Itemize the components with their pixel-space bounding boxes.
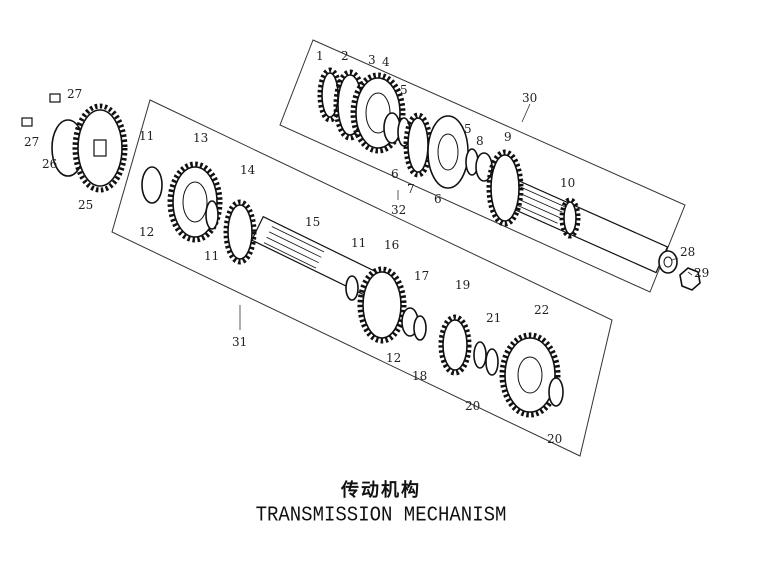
washer-28 xyxy=(658,250,678,274)
callout: 8 xyxy=(476,134,484,148)
gear-9 xyxy=(490,154,520,222)
drive-sprocket-group xyxy=(21,93,128,193)
callout: 12 xyxy=(139,225,154,239)
caption-title-english: TRANSMISSION MECHANISM xyxy=(255,502,507,528)
callout: 27 xyxy=(24,135,39,149)
callout: 5 xyxy=(464,122,472,136)
leader-lines xyxy=(239,103,693,330)
gear-14 xyxy=(227,204,253,260)
callout: 18 xyxy=(412,369,427,383)
countershaft-group xyxy=(317,67,669,274)
callouts-sprocket: 27 27 26 25 xyxy=(24,87,93,212)
callout: 6 xyxy=(391,167,399,181)
callout: 19 xyxy=(455,278,470,292)
circlip-21 xyxy=(485,348,499,376)
washer-11 xyxy=(141,166,163,204)
diagram-caption: 传动机构 TRANSMISSION MECHANISM xyxy=(0,476,762,528)
gear-22 xyxy=(504,337,556,413)
gear-16 xyxy=(362,271,402,339)
callout: 26 xyxy=(42,157,57,171)
bolt-27b xyxy=(21,117,33,127)
sprocket-hub xyxy=(93,139,107,157)
callout: 17 xyxy=(414,269,429,283)
callouts-upper: 1 2 3 4 5 6 7 6 5 8 9 10 30 32 xyxy=(316,49,575,217)
callout: 28 xyxy=(680,245,695,259)
callout: 13 xyxy=(193,131,208,145)
callout: 29 xyxy=(694,266,709,280)
washer-20 xyxy=(473,341,487,369)
callout: 5 xyxy=(400,83,408,97)
callout: 1 xyxy=(316,49,324,63)
callout: 25 xyxy=(78,198,93,212)
washer-20b xyxy=(548,377,564,407)
callout: 11 xyxy=(351,236,366,250)
washer-11c xyxy=(345,275,359,301)
callout: 20 xyxy=(465,399,480,413)
callout: 20 xyxy=(547,432,562,446)
bolt-27 xyxy=(49,93,61,103)
callout: 27 xyxy=(67,87,82,101)
mainshaft-group xyxy=(141,161,564,418)
gear-7 xyxy=(407,117,429,173)
callout: 16 xyxy=(384,238,399,252)
gear-6 xyxy=(427,115,469,189)
callouts-lower: 11 13 12 11 14 15 11 16 17 12 18 19 21 2… xyxy=(139,129,562,446)
callout: 10 xyxy=(560,176,575,190)
callout: 15 xyxy=(305,215,320,229)
gear-19 xyxy=(442,319,468,371)
callout: 9 xyxy=(504,130,512,144)
callout: 3 xyxy=(368,53,376,67)
mainshaft-assembly-frame xyxy=(111,99,613,457)
callout: 4 xyxy=(382,55,390,69)
callout: 14 xyxy=(240,163,256,177)
nut-29 xyxy=(679,267,701,291)
callout: 6 xyxy=(434,192,442,206)
callout: 22 xyxy=(534,303,549,317)
callout: 21 xyxy=(486,311,501,325)
washer-17 xyxy=(413,315,427,341)
callouts-right: 28 29 xyxy=(680,245,709,280)
callout: 11 xyxy=(139,129,154,143)
callout: 31 xyxy=(232,335,247,349)
callout: 2 xyxy=(341,49,349,63)
callout: 32 xyxy=(391,203,406,217)
callout: 30 xyxy=(522,91,537,105)
washer-11b xyxy=(205,200,219,230)
caption-title-chinese: 传动机构 xyxy=(341,480,421,501)
callout: 11 xyxy=(204,249,219,263)
callout: 7 xyxy=(407,182,415,196)
gear-10 xyxy=(563,201,577,235)
countershaft-assembly-frame xyxy=(279,39,686,293)
callout: 12 xyxy=(386,351,401,365)
